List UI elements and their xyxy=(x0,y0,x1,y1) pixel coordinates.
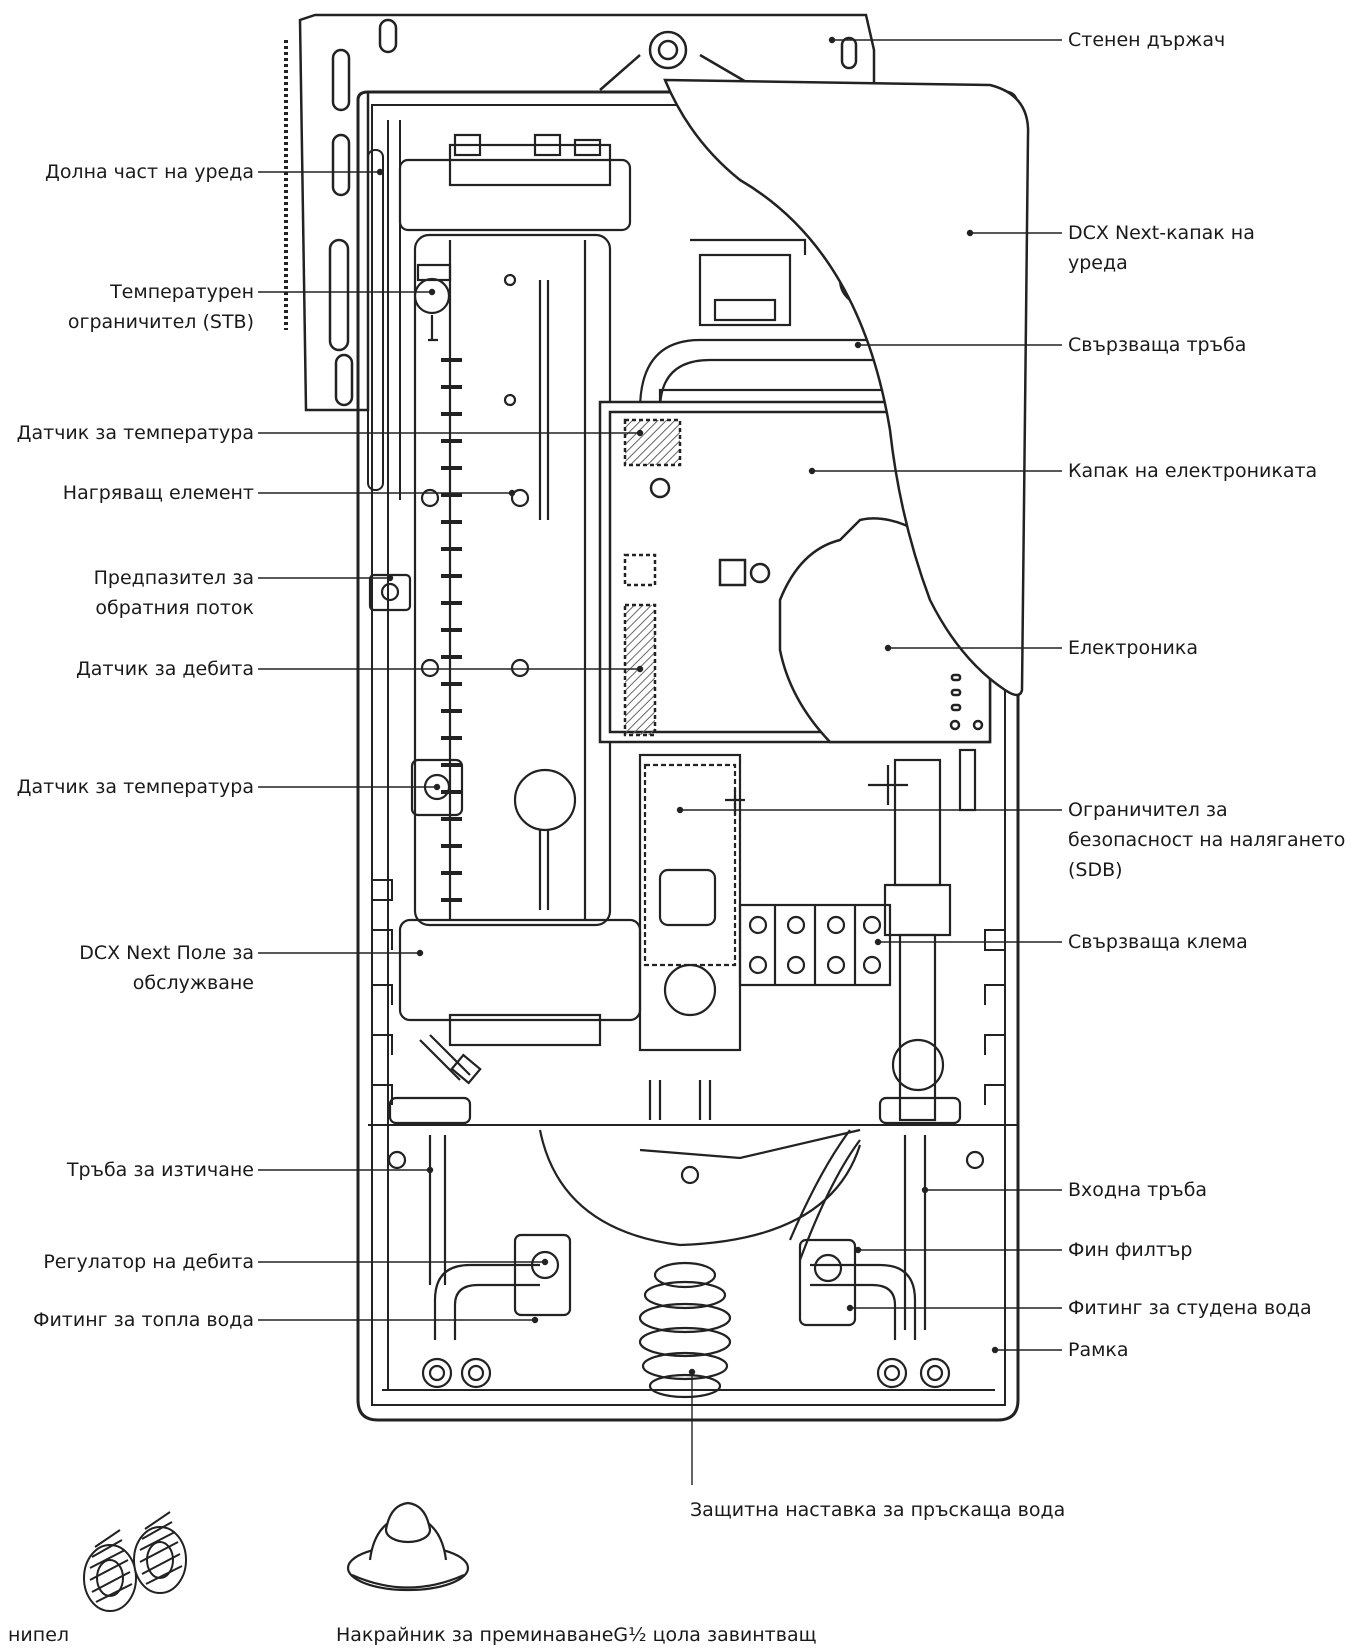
leader-lines xyxy=(258,36,1062,1485)
label-temp-limiter: Температурен ограничител (STB) xyxy=(67,281,254,333)
label-grommet: Накрайник за преминаванеG½ цола завинтва… xyxy=(336,1624,817,1646)
label-pressure-limiter: Ограничител за безопасност на налягането… xyxy=(1068,799,1346,881)
label-backflow-preventer: Предпазител за обратния поток xyxy=(93,567,254,619)
label-terminal-block: Свързваща клема xyxy=(1068,931,1248,953)
label-nipple: нипел xyxy=(8,1624,70,1646)
label-drain-pipe: Тръба за изтичане xyxy=(66,1159,254,1181)
label-fine-filter: Фин филтър xyxy=(1068,1239,1193,1261)
heating-block-drawing xyxy=(368,133,642,1085)
label-flow-sensor: Датчик за дебита xyxy=(75,658,254,680)
label-device-cover: DCX Next-капак на уреда xyxy=(1068,222,1255,274)
grommet-drawing xyxy=(346,1501,470,1592)
label-wall-bracket: Стенен държач xyxy=(1068,29,1226,51)
nipple-drawing xyxy=(83,1511,187,1612)
label-inlet-pipe: Входна тръба xyxy=(1068,1179,1208,1201)
pressure-limiter-drawing xyxy=(638,753,745,1052)
splash-guard-bellows xyxy=(638,1129,861,1399)
label-cold-water-fitting: Фитинг за студена вода xyxy=(1068,1297,1312,1319)
label-electronics: Електроника xyxy=(1068,637,1198,659)
label-temp-sensor-1: Датчик за температура xyxy=(16,422,254,444)
label-frame: Рамка xyxy=(1068,1339,1129,1361)
device-frame-drawing xyxy=(356,90,1020,1422)
label-temp-sensor-2: Датчик за температура xyxy=(16,776,254,798)
label-service-panel: DCX Next Поле за обслужване xyxy=(79,942,254,994)
label-electronics-cover: Капак на електрониката xyxy=(1068,460,1318,482)
label-hot-water-fitting: Фитинг за топла вода xyxy=(33,1309,254,1331)
label-lower-part: Долна част на уреда xyxy=(44,161,254,183)
label-connecting-pipe: Свързваща тръба xyxy=(1068,334,1247,356)
device-cover-drawing xyxy=(663,78,1030,697)
pipe-drawing xyxy=(638,238,902,411)
label-heating-element: Нагряващ елемент xyxy=(62,482,254,504)
label-flow-regulator: Регулатор на дебита xyxy=(43,1251,254,1273)
terminal-block-drawing xyxy=(738,748,977,1122)
label-splash-guard: Защитна наставка за пръскаща вода xyxy=(690,1499,1066,1521)
lower-section-drawing xyxy=(387,1080,985,1399)
